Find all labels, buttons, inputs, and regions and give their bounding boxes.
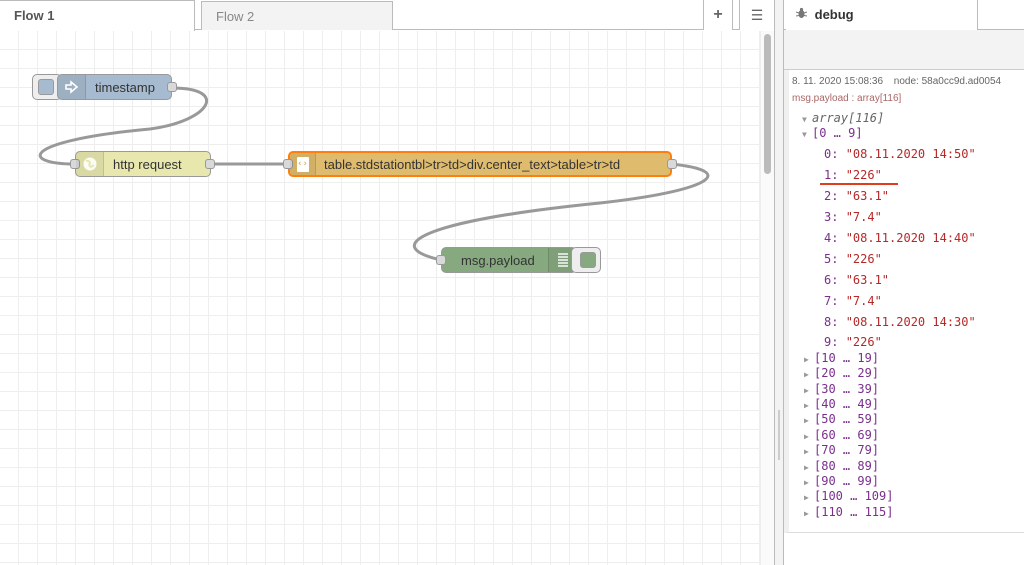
workspace: Flow 1 Flow 2 + ☰ timestamp <box>0 0 775 565</box>
tree-range-collapsed[interactable]: ▶[90 … 99] <box>804 474 1024 489</box>
caret-down-icon: ▼ <box>802 115 807 124</box>
sidebar-separator[interactable] <box>774 0 784 565</box>
caret-down-icon: ▼ <box>802 130 807 140</box>
node-label: timestamp <box>95 80 155 95</box>
output-port[interactable] <box>167 82 177 92</box>
code-icon: ‹› <box>290 153 316 175</box>
debug-message: 8. 11. 2020 15:08:36 node: 58a0cc9d.ad00… <box>784 70 1024 533</box>
message-timestamp: 8. 11. 2020 15:08:36 <box>792 76 884 87</box>
node-html[interactable]: ‹› table.stdstationtbl>tr>td>div.center_… <box>283 151 677 177</box>
caret-right-icon: ▶ <box>804 477 809 487</box>
caret-right-icon: ▶ <box>804 508 809 518</box>
caret-right-icon: ▶ <box>804 385 809 395</box>
tree-item[interactable]: 9: "226" <box>824 334 882 349</box>
node-label: table.stdstationtbl>tr>td>div.center_tex… <box>324 157 621 172</box>
debug-messages: 8. 11. 2020 15:08:36 node: 58a0cc9d.ad00… <box>784 70 1024 565</box>
tree-root[interactable]: ▼array[116] <box>792 111 1024 126</box>
globe-icon <box>76 152 104 176</box>
message-meta: 8. 11. 2020 15:08:36 node: 58a0cc9d.ad00… <box>792 76 1024 87</box>
input-port[interactable] <box>436 255 446 265</box>
input-port[interactable] <box>70 159 80 169</box>
bug-icon <box>795 7 808 22</box>
caret-right-icon: ▶ <box>804 370 809 380</box>
output-port[interactable] <box>667 159 677 169</box>
sidebar: debug 8. 11. 2020 15:08:36 node: 58a0cc9… <box>784 0 1024 565</box>
node-label: msg.payload <box>461 253 535 268</box>
tab-flow-1[interactable]: Flow 1 <box>0 0 195 31</box>
tree-item[interactable]: 7: "7.4" <box>824 293 882 308</box>
wire-html-debug[interactable] <box>412 162 710 262</box>
tree-item[interactable]: 4: "08.11.2020 14:40" <box>824 230 976 245</box>
separator-grip[interactable] <box>778 410 780 460</box>
list-icon: ☰ <box>750 7 764 23</box>
collapsed-ranges: ▶[10 … 19] ▶[20 … 29] ▶[30 … 39] ▶[40 … … <box>792 351 1024 520</box>
node-timestamp[interactable]: timestamp <box>57 74 177 100</box>
message-topic: msg.payload : array[116] <box>792 93 902 104</box>
node-label: http request <box>113 157 182 172</box>
tree-range-collapsed[interactable]: ▶[50 … 59] <box>804 412 1024 427</box>
caret-right-icon: ▶ <box>804 416 809 426</box>
flow-list-button[interactable]: ☰ <box>739 0 775 30</box>
tree-item[interactable]: 6: "63.1" <box>824 272 890 287</box>
payload-tree: ▼array[116] ▼[0 … 9] 0: "08.11.2020 14:5… <box>792 111 1024 520</box>
tree-item[interactable]: 1: "226" <box>820 165 1024 186</box>
wire-timestamp-http[interactable] <box>38 86 208 166</box>
tree-range-collapsed[interactable]: ▶[70 … 79] <box>804 443 1024 458</box>
node-debug[interactable]: msg.payload <box>436 247 577 273</box>
caret-right-icon: ▶ <box>804 400 809 410</box>
tree-range-collapsed[interactable]: ▶[40 … 49] <box>804 397 1024 412</box>
scrollbar-thumb[interactable] <box>764 34 771 174</box>
tab-debug-label: debug <box>814 7 854 22</box>
wires <box>38 86 710 262</box>
tree-items: 0: "08.11.2020 14:50" 1: "226" 2: "63.1"… <box>792 144 1024 351</box>
tree-item[interactable]: 2: "63.1" <box>824 188 890 203</box>
sidebar-tabbar: debug <box>784 0 1024 31</box>
tree-range-collapsed[interactable]: ▶[60 … 69] <box>804 428 1024 443</box>
tree-range-collapsed[interactable]: ▶[20 … 29] <box>804 366 1024 381</box>
arrow-in-icon <box>58 75 86 99</box>
debug-toolbar <box>784 30 1024 70</box>
tree-range-collapsed[interactable]: ▶[80 … 89] <box>804 459 1024 474</box>
tree-range-collapsed[interactable]: ▶[100 … 109] <box>804 489 1024 504</box>
tab-debug[interactable]: debug <box>786 0 978 31</box>
tree-item[interactable]: 8: "08.11.2020 14:30" <box>824 314 976 329</box>
caret-right-icon: ▶ <box>804 447 809 457</box>
debug-toggle-face <box>580 252 596 268</box>
flow-canvas[interactable]: timestamp http request ‹› table.stdstati… <box>0 31 760 565</box>
node-http-request[interactable]: http request <box>70 151 215 177</box>
tree-item[interactable]: 5: "226" <box>824 251 882 266</box>
caret-right-icon: ▶ <box>804 462 809 472</box>
tab-flow-2[interactable]: Flow 2 <box>201 1 393 30</box>
input-port[interactable] <box>283 159 293 169</box>
tree-range-collapsed[interactable]: ▶[30 … 39] <box>804 382 1024 397</box>
plus-icon: + <box>713 6 723 23</box>
caret-right-icon: ▶ <box>804 493 809 503</box>
tree-item[interactable]: 0: "08.11.2020 14:50" <box>824 146 976 161</box>
tree-range-expanded[interactable]: ▼[0 … 9] <box>792 126 1024 141</box>
caret-right-icon: ▶ <box>804 431 809 441</box>
canvas-vertical-scrollbar[interactable] <box>760 31 774 565</box>
tree-item[interactable]: 3: "7.4" <box>824 209 882 224</box>
tree-range-collapsed[interactable]: ▶[10 … 19] <box>804 351 1024 366</box>
output-port[interactable] <box>205 159 215 169</box>
message-node-link[interactable]: node: 58a0cc9d.ad0054 <box>893 76 1002 87</box>
tree-range-collapsed[interactable]: ▶[110 … 115] <box>804 505 1024 520</box>
caret-right-icon: ▶ <box>804 354 809 364</box>
red-underline-annotation <box>820 182 898 185</box>
inject-button-face <box>38 79 54 95</box>
debug-toggle-button[interactable] <box>571 247 601 273</box>
add-flow-button[interactable]: + <box>703 0 733 30</box>
flow-tabbar: Flow 1 Flow 2 + ☰ <box>0 0 775 31</box>
